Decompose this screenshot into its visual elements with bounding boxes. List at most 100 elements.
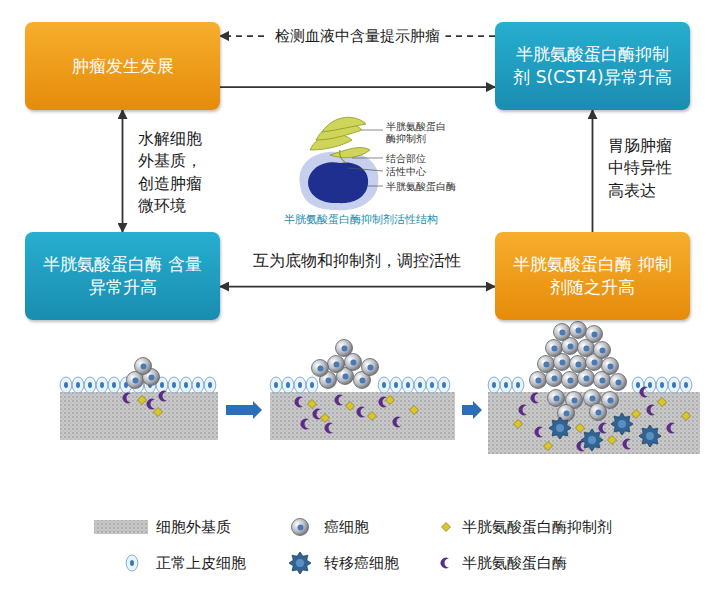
cell-nucleus [608,364,614,370]
protease-crescent [393,417,401,428]
protease-crescent [147,399,155,410]
crescent-symbol [623,439,631,450]
connector-arrow [592,110,594,232]
cell-nucleus [600,348,606,354]
cell-nucleus [592,360,598,366]
diamond-symbol [154,408,163,417]
meta-symbol [289,552,311,574]
crescent-symbol [667,423,675,434]
cancer-symbol [590,404,607,421]
protease-crescent [325,423,333,434]
cell-nucleus [88,382,92,388]
cell-nucleus [208,382,212,388]
diamond-symbol [632,410,641,419]
crescent-symbol [325,423,333,434]
epi-symbol [680,377,692,393]
cancer-cell [586,326,603,343]
cell-nucleus [584,376,590,382]
epi-symbol [656,377,668,393]
cell-nucleus [172,382,176,388]
diamond-symbol [608,436,617,445]
protease-crescent [667,423,675,434]
diamond-symbol [321,414,330,423]
epithelial-cell [668,377,680,393]
cell-nucleus [560,330,566,336]
part-label: 结合部位 [386,153,426,165]
cancer-cell [548,390,565,407]
cell-nucleus [660,382,664,388]
cell-nucleus [588,436,596,444]
cancer-symbol [610,374,627,391]
meta-symbol [611,413,633,435]
metastatic-cell [639,425,661,447]
cell-nucleus [141,364,147,370]
protease-crescent [623,439,631,450]
part-label: 半胱氨酸蛋白酶抑制剂 [386,121,448,145]
legend-entry: 转移癌细胞 [282,551,399,575]
cell-nucleus [568,344,574,350]
crescent-symbol [301,419,309,430]
part-label: 活性中心 [386,166,426,178]
cell-nucleus [592,332,598,338]
leader-line [352,158,383,159]
edge-label: 检测血液中含量提示肿瘤 [269,26,446,47]
cancer-cell [590,404,607,421]
crescent-symbol [123,393,131,404]
cell-nucleus [184,382,188,388]
crescent-symbol [647,405,655,416]
connector-arrow [220,286,495,288]
epi-symbol [84,377,96,393]
crescent-symbol [599,423,607,434]
epithelial-cell [426,377,438,393]
cell-nucleus [100,382,104,388]
cancer-cell [594,342,611,359]
legend-entry: 半胱氨酸蛋白酶 [436,551,567,575]
cancer-cell [336,340,353,357]
cell-nucleus [318,366,324,372]
cell-nucleus [406,382,410,388]
protease-crescent [535,427,543,438]
inhibitor-diamond [308,400,317,409]
inhibitor-diamond [321,414,330,423]
legend-entry: 正常上皮细胞 [114,551,246,575]
inhibitor-diamond [410,406,419,415]
cell-nucleus [64,382,68,388]
epi-symbol [126,555,138,571]
crescent-symbol [147,399,155,410]
crescent-symbol [531,393,539,404]
epi-symbol [96,377,108,393]
cell-nucleus [196,382,200,388]
epi-symbol [668,377,680,393]
protease-core [308,162,368,203]
epi-symbol [108,377,120,393]
legend-swatch [282,515,318,539]
cancer-cell [538,356,555,373]
cancer-symbol [570,356,587,373]
cancer-symbol [135,358,152,375]
epithelial-cell [60,377,72,393]
inhibitor-diamond [544,442,553,451]
epithelial-cell [270,377,282,393]
cancer-symbol [554,324,571,341]
cell-nucleus [596,410,602,416]
epi-symbol [270,377,282,393]
diamond-symbol [138,396,147,405]
legend-text: 细胞外基质 [156,518,231,537]
epi-symbol [72,377,84,393]
inhibitor-diamond [608,436,617,445]
legend-text: 正常上皮细胞 [156,554,246,573]
epi-symbol [204,377,216,393]
epithelial-cell [414,377,426,393]
legend-swatch [92,515,150,539]
metastatic-cell [611,413,633,435]
cell-nucleus [648,382,652,388]
diamond-symbol [658,398,667,407]
cell-nucleus [310,382,314,388]
epi-symbol [168,377,180,393]
epithelial-cell [294,377,306,393]
crescent-symbol [335,395,343,406]
process-box: 半胱氨酸蛋白酶抑制剂 S(CST4)异常升高 [495,22,690,110]
cell-nucleus [149,375,155,381]
diamond-symbol [368,412,377,421]
inhibitor-diamond [682,412,691,421]
